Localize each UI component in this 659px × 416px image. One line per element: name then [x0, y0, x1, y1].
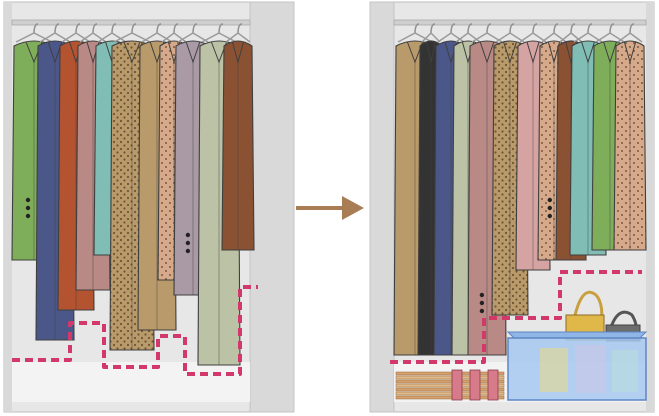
transition-arrow [296, 196, 364, 220]
closet-after [369, 1, 655, 413]
hanger-clip-2 [469, 369, 481, 401]
arrow-head [342, 196, 364, 220]
closet-before-rod [11, 19, 251, 26]
closet-before-garments [11, 23, 255, 366]
storage-box [506, 331, 648, 401]
hangers-on-floor [395, 369, 505, 401]
after-garment-12 [613, 23, 647, 251]
floor-hanger-2 [395, 375, 505, 380]
before-garment-11 [221, 23, 255, 251]
closet-after-left-frame [369, 1, 395, 413]
closet-after-right-frame [646, 2, 654, 412]
closet-after-garments [393, 23, 647, 356]
closet-after-free-space-outline [390, 270, 642, 364]
floor-hanger-7 [395, 395, 505, 400]
hanger-clip-1 [451, 369, 463, 401]
closet-before [3, 1, 295, 413]
hanger-clip-3 [487, 369, 499, 401]
closet-after-rod [393, 19, 647, 26]
closet-before-right-frame [249, 1, 295, 413]
closet-before-free-space-outline [12, 285, 258, 376]
floor-hanger-1 [395, 371, 505, 376]
floor-hanger-3 [395, 379, 505, 384]
floor-hanger-4 [395, 383, 505, 388]
floor-hanger-5 [395, 387, 505, 392]
floor-hanger-6 [395, 391, 505, 396]
closet-before-left-frame [4, 2, 12, 412]
